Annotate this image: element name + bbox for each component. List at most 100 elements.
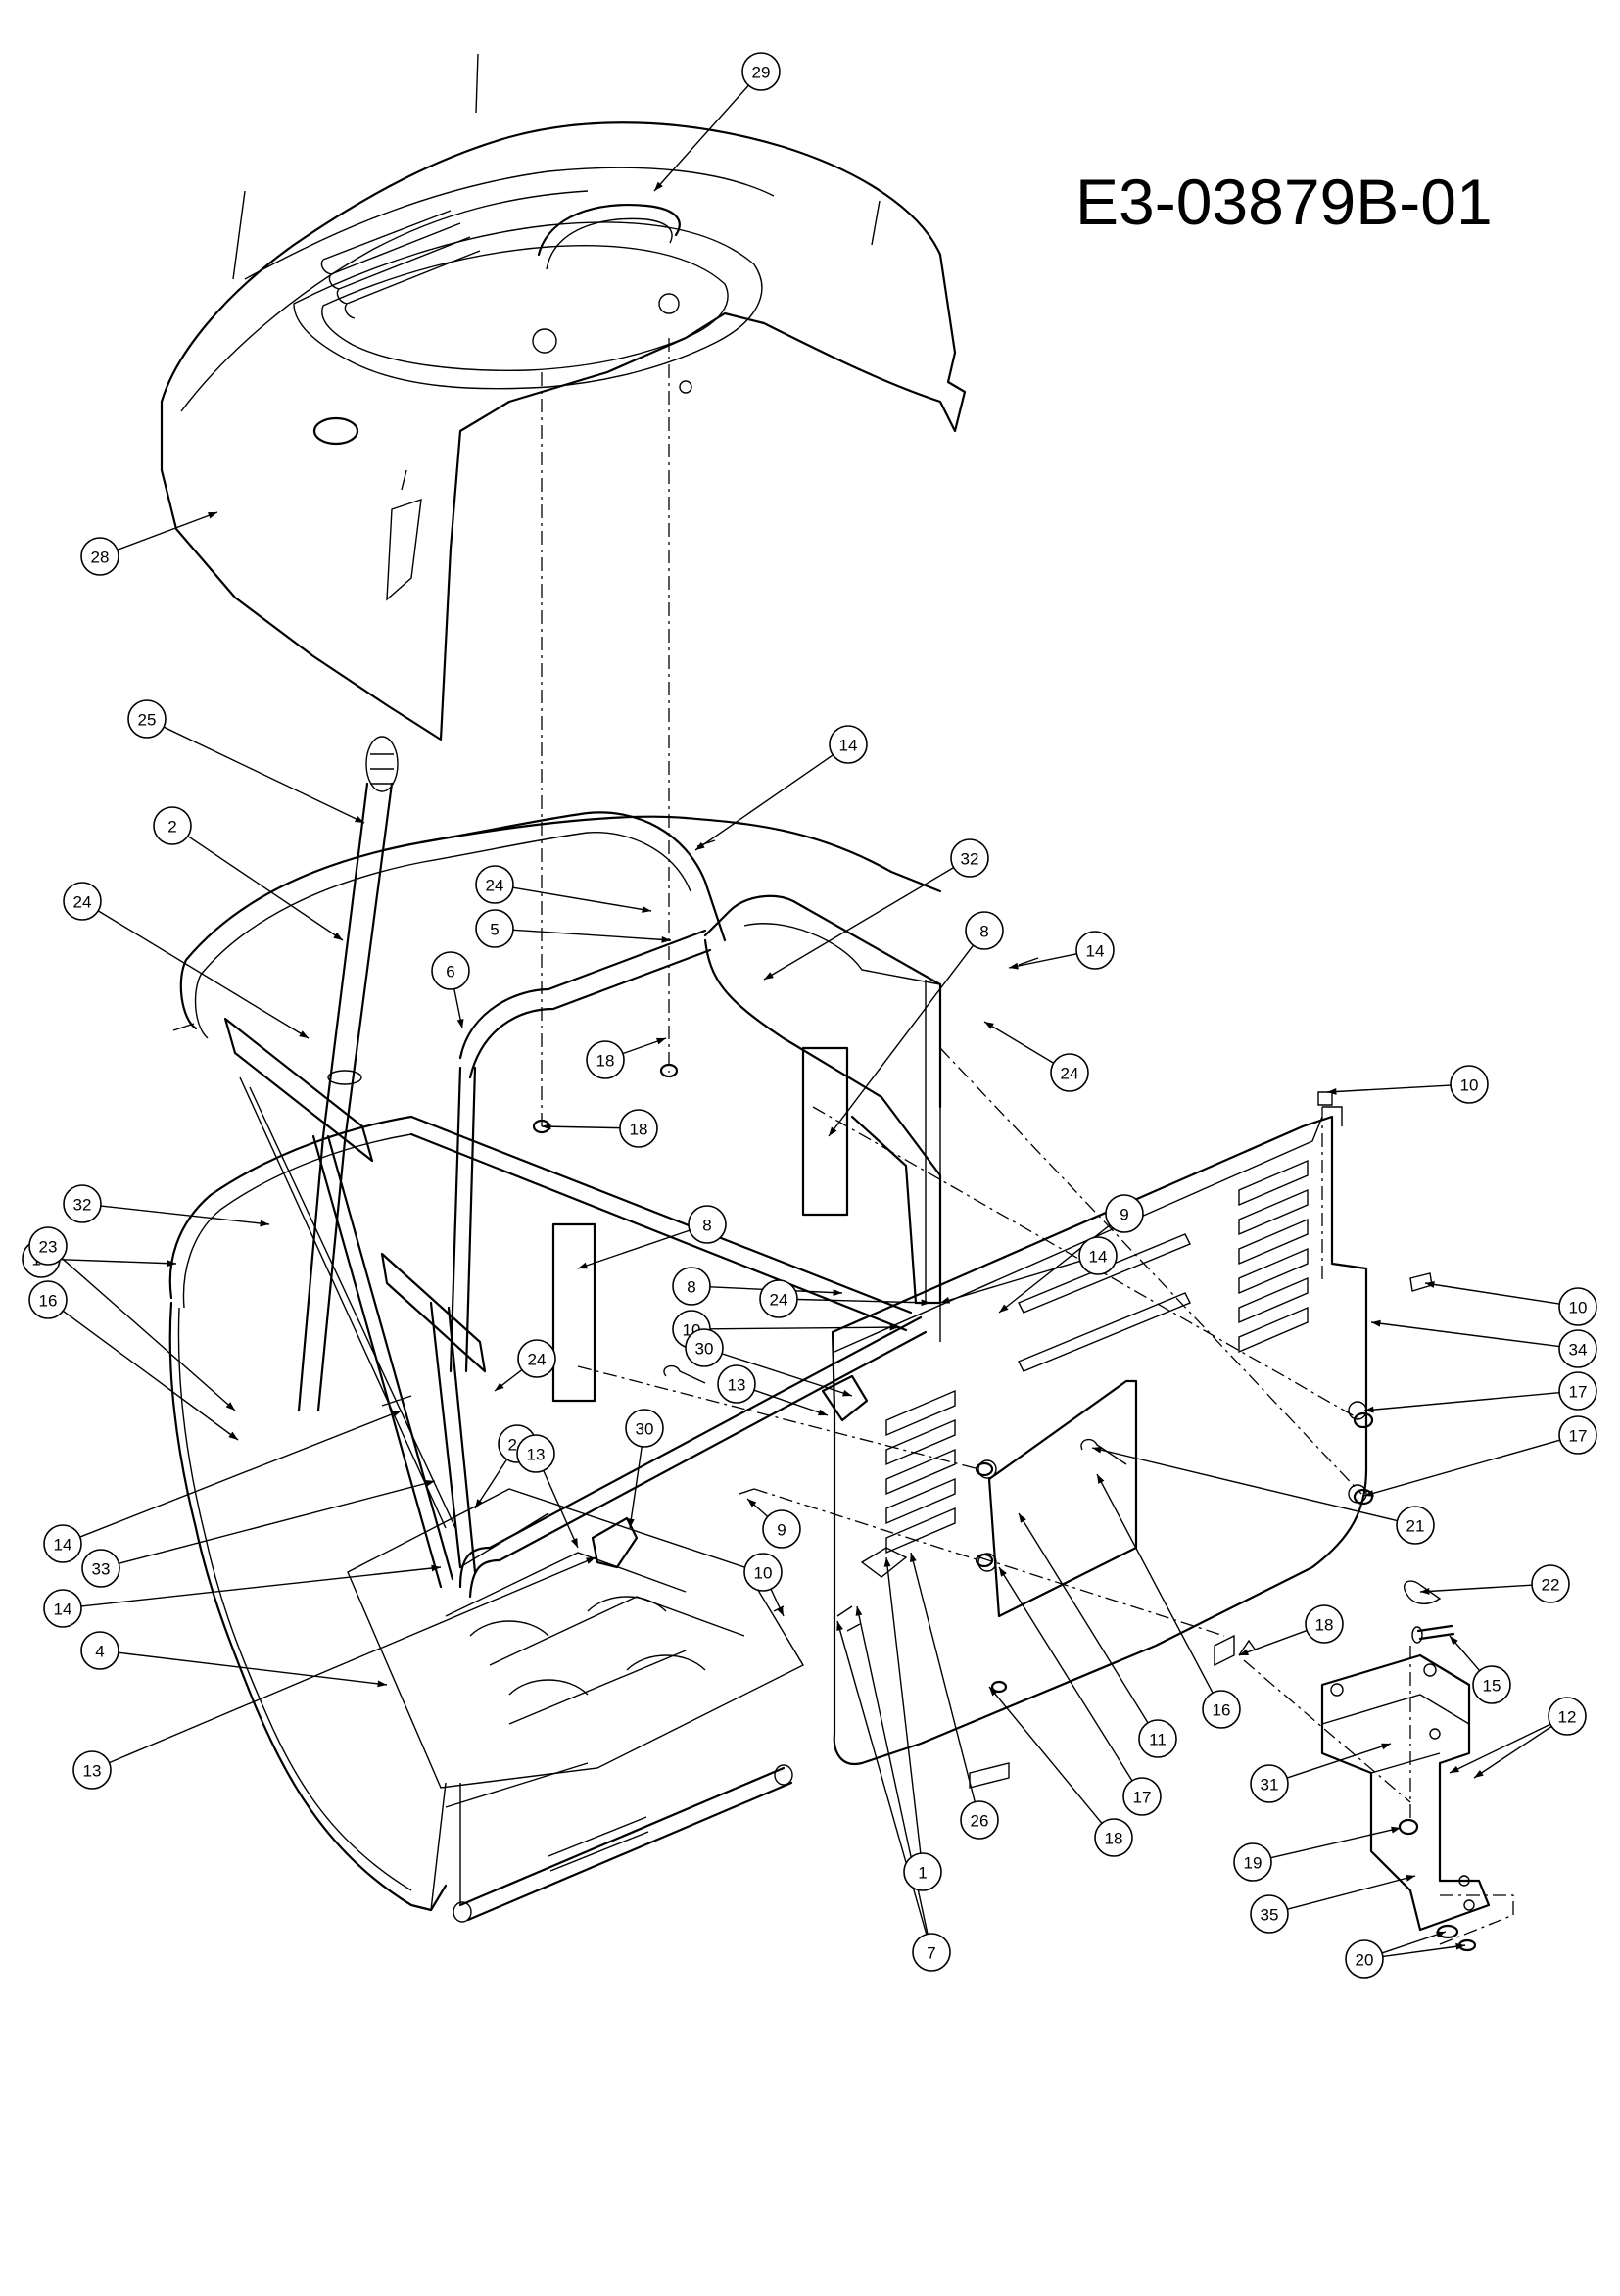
callout-bubble-18: 18 (619, 1109, 658, 1148)
callout-bubble-17: 17 (1558, 1371, 1597, 1411)
callout-circle (688, 1205, 727, 1244)
callout-leader-line (62, 1310, 239, 1441)
callout-arrowhead (1364, 1406, 1374, 1413)
latch-assembly-part (1320, 1580, 1514, 1952)
callout-leader-line (119, 1480, 436, 1564)
callout-number: 25 (138, 711, 157, 730)
callout-leader-line (512, 886, 652, 912)
callout-number: 16 (1213, 1701, 1231, 1720)
callout-circle (1558, 1371, 1597, 1411)
callout-arrowhead (475, 1499, 484, 1508)
callout-arrowhead (889, 1323, 899, 1331)
callout-circle (1548, 1697, 1587, 1736)
callout-number: 24 (1061, 1065, 1079, 1083)
callout-number: 19 (1244, 1854, 1263, 1873)
callout-arrowhead (1455, 1942, 1465, 1950)
callout-number: 34 (1569, 1341, 1588, 1360)
callout-arrowhead (1327, 1088, 1337, 1095)
callout-number: 24 (770, 1291, 788, 1310)
callout-leader-line (1008, 953, 1077, 969)
callout-leader-line (1363, 1392, 1560, 1411)
callout-leader-line (163, 726, 365, 824)
callout-circle (912, 1933, 951, 1972)
callout-bubble-17: 17 (1122, 1777, 1162, 1816)
frame-tube-part (168, 736, 942, 1599)
callout-bubble-10: 10 (743, 1553, 783, 1592)
callout-circle (1472, 1665, 1511, 1704)
callout-arrowhead (377, 1680, 387, 1688)
callout-leader-line (1473, 1725, 1552, 1779)
callout-bubble-10: 10 (1450, 1065, 1489, 1104)
callout-arrowhead (661, 935, 671, 943)
callout-circle (685, 1328, 724, 1367)
callout-arrowhead (1420, 1588, 1430, 1595)
callout-bubble-12: 12 (1548, 1697, 1587, 1736)
callout-bubble-23: 23 (28, 1226, 68, 1266)
callout-circle (1233, 1842, 1272, 1882)
callout-circle (1050, 1053, 1089, 1092)
callout-arrowhead (208, 512, 217, 519)
callout-circle (153, 806, 192, 845)
callout-arrowhead (425, 1480, 435, 1487)
callout-number: 26 (971, 1812, 989, 1831)
callout-leader-line (885, 1556, 922, 1854)
callout-leader-line (1096, 1473, 1214, 1694)
callout-circle (1138, 1719, 1177, 1758)
callout-arrowhead (495, 1382, 504, 1391)
callout-leader-line (796, 1298, 931, 1304)
callout-arrowhead (842, 1389, 852, 1397)
callout-leader-line (577, 1229, 691, 1269)
callout-number: 14 (1089, 1248, 1108, 1267)
callout-circle (1396, 1506, 1435, 1545)
callout-number: 23 (39, 1238, 58, 1257)
callout-leader-line (1370, 1321, 1560, 1348)
callout-number: 14 (1086, 942, 1105, 961)
callout-leader-line (1381, 1931, 1447, 1954)
callout-leader-line (653, 84, 749, 192)
callout-arrowhead (829, 1126, 837, 1136)
callout-bubble-7: 7 (912, 1933, 951, 1972)
hood-cover-part (160, 53, 967, 741)
callout-arrowhead (999, 1567, 1007, 1577)
callout-bubble-30: 30 (625, 1409, 664, 1448)
document-code: E3-03879B-01 (1075, 166, 1493, 238)
callout-bubble-24: 24 (759, 1279, 798, 1318)
callout-circle (1078, 1236, 1118, 1275)
callout-number: 32 (961, 850, 979, 869)
callout-number: 16 (39, 1292, 58, 1311)
callout-arrowhead (1450, 1636, 1458, 1646)
callout-leader-line (109, 1556, 596, 1764)
callout-bubble-14: 14 (43, 1524, 82, 1563)
grass-catcher-part (168, 1301, 804, 1923)
callout-bubble-8: 8 (672, 1267, 711, 1306)
callout-bubble-9: 9 (1105, 1194, 1144, 1233)
center-lines (541, 338, 1411, 1822)
callout-number: 24 (528, 1351, 547, 1369)
callout-bubble-28: 28 (80, 537, 119, 576)
callout-number: 32 (73, 1196, 92, 1215)
callout-leader-line (828, 944, 975, 1137)
callout-bubble-15: 15 (1472, 1665, 1511, 1704)
callout-number: 14 (54, 1601, 72, 1619)
callout-leader-line (1018, 1512, 1149, 1724)
callout-bubble-32: 32 (63, 1184, 102, 1223)
callout-leader-line (1326, 1084, 1452, 1093)
callout-arrowhead (1381, 1743, 1391, 1750)
callout-circle (80, 537, 119, 576)
callout-leader-line (939, 1260, 1080, 1304)
callout-number: 8 (687, 1278, 695, 1297)
callout-circle (586, 1040, 625, 1079)
callout-number: 18 (630, 1121, 648, 1139)
callout-arrowhead (656, 1037, 666, 1045)
callout-arrowhead (542, 1123, 551, 1130)
callout-circle (127, 699, 167, 739)
callout-arrowhead (299, 1030, 309, 1038)
callout-arrowhead (355, 815, 364, 823)
callout-circle (475, 865, 514, 904)
callout-bubble-13: 13 (717, 1364, 756, 1404)
callout-bubble-13: 13 (516, 1434, 555, 1473)
callout-number: 15 (1483, 1677, 1501, 1696)
callout-circle (1531, 1564, 1570, 1603)
callout-arrowhead (586, 1557, 596, 1564)
